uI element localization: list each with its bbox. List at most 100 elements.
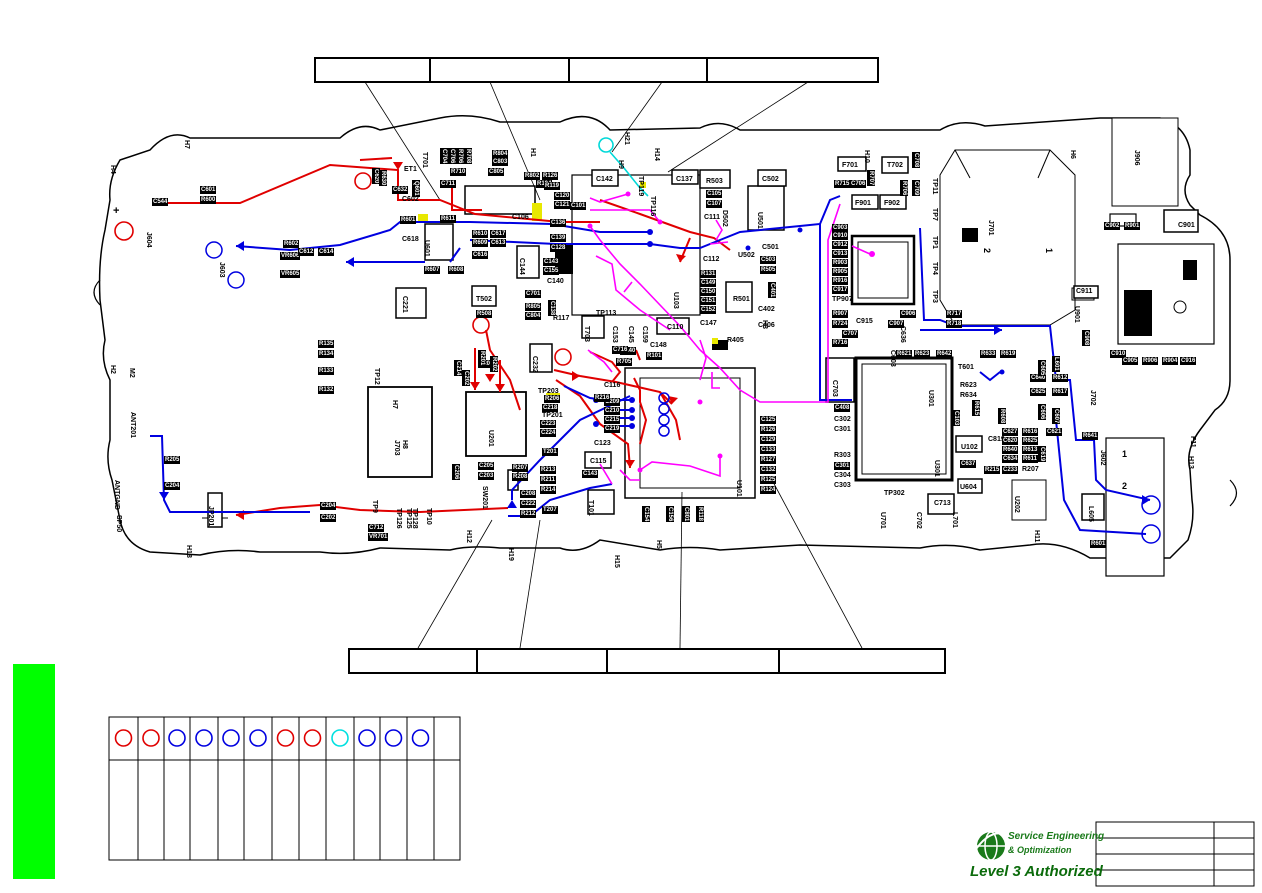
green-side-bar: [13, 664, 55, 879]
component-label: C803: [492, 158, 509, 166]
component-label: C140: [547, 278, 564, 285]
chip-r503: [699, 169, 731, 189]
component-label: C804: [525, 312, 542, 320]
component-label: F902: [884, 200, 900, 207]
component-label: J703: [393, 440, 400, 456]
component-label: C138: [548, 300, 556, 317]
chip-u501: [747, 185, 785, 231]
red-rings: [114, 172, 572, 366]
component-label: T502: [476, 296, 492, 303]
component-label: C223: [540, 420, 557, 428]
component-label: C634: [1002, 455, 1019, 463]
component-label: TP1: [931, 236, 938, 249]
component-label: U701: [879, 512, 886, 529]
component-label: C148: [650, 342, 667, 349]
chip-jp201: [207, 492, 223, 528]
component-label: C221: [401, 296, 408, 313]
component-label: C906: [900, 310, 917, 318]
component-label: R126: [542, 172, 559, 180]
component-label: C204: [164, 482, 181, 490]
component-label: C133: [760, 446, 777, 454]
component-label: H13: [1187, 456, 1194, 469]
component-label: C129: [760, 436, 777, 444]
component-label: C203: [478, 472, 495, 480]
component-label: R213: [540, 466, 557, 474]
component-label: R613: [1022, 446, 1039, 454]
component-label: C149: [700, 279, 717, 287]
j701-slash-2: [1037, 149, 1051, 179]
component-label: C132: [760, 466, 777, 474]
j602-pin-2: 2: [1122, 481, 1128, 491]
component-label: U901: [1073, 306, 1080, 323]
component-label: TP11: [931, 178, 938, 195]
component-label: C605: [1038, 360, 1046, 377]
component-label: C301: [834, 462, 851, 470]
component-label: C110: [667, 324, 684, 331]
component-label: C907: [888, 320, 905, 328]
component-label: C202: [462, 370, 470, 387]
component-label: J603: [218, 262, 225, 278]
component-label: C145: [627, 326, 634, 343]
leader-bot-2: [519, 519, 541, 649]
component-label: C224: [540, 429, 557, 437]
chip-u604: [957, 478, 983, 494]
component-label: C702: [915, 512, 922, 529]
component-label: TP203: [538, 388, 559, 395]
component-label: C121: [554, 201, 571, 209]
component-label: R633: [980, 350, 997, 358]
component-label: H10: [863, 150, 870, 163]
board-notch-right: [1229, 479, 1238, 507]
component-label: C105: [706, 190, 723, 198]
component-label: C901: [1178, 222, 1195, 229]
legend-swatch: [411, 729, 430, 747]
component-label: U103: [672, 292, 679, 309]
chip-t101: [587, 489, 615, 515]
chip-f701: [837, 156, 867, 172]
legend-table: [108, 716, 461, 861]
component-label: C116: [604, 382, 621, 389]
component-label: R127: [760, 456, 777, 464]
component-label: R600: [200, 196, 217, 204]
component-label: C706: [448, 148, 456, 165]
component-label: R131: [700, 270, 717, 278]
component-label: C625: [1030, 388, 1047, 396]
component-label: R216: [594, 394, 611, 402]
component-label: R623: [914, 350, 931, 358]
globe-icon: [973, 831, 1011, 861]
component-label: C210: [604, 407, 621, 415]
legend-swatch: [114, 729, 133, 747]
pad-yellow-5: [640, 182, 646, 188]
component-label: TP12: [373, 368, 380, 385]
component-label: C805: [488, 168, 505, 176]
component-label: VR605: [280, 270, 301, 278]
component-label: H4: [109, 165, 116, 174]
legend-swatch: [195, 729, 213, 747]
component-label: C222: [520, 500, 537, 508]
chip-u901b-hole: [1173, 300, 1187, 314]
component-label: R207: [1022, 466, 1039, 473]
component-label: R205: [164, 456, 181, 464]
component-label: TP201: [542, 412, 563, 419]
component-label: ANTGND: [113, 480, 120, 510]
component-label: R718: [946, 320, 963, 328]
component-label: C154: [642, 506, 650, 523]
component-label: ANT201: [129, 412, 136, 439]
component-label: TP907: [832, 296, 853, 303]
component-label: F11: [1189, 436, 1196, 448]
component-label: C617: [490, 230, 507, 238]
component-label: R503: [706, 178, 723, 185]
component-label: R906: [1142, 357, 1159, 365]
component-label: R705: [616, 358, 633, 366]
chip-c106: [464, 185, 536, 215]
component-label: C150: [700, 288, 717, 296]
component-label: H8: [401, 440, 408, 449]
component-label: C707: [842, 330, 859, 338]
component-label: U301: [933, 460, 940, 477]
chip-u601: [424, 223, 454, 261]
legend-swatch: [303, 729, 322, 747]
logo-line-2: & Optimization: [1008, 845, 1072, 855]
leader-top-4: [667, 81, 809, 173]
chip-u101: [624, 367, 756, 499]
component-label: TP125: [405, 508, 412, 529]
